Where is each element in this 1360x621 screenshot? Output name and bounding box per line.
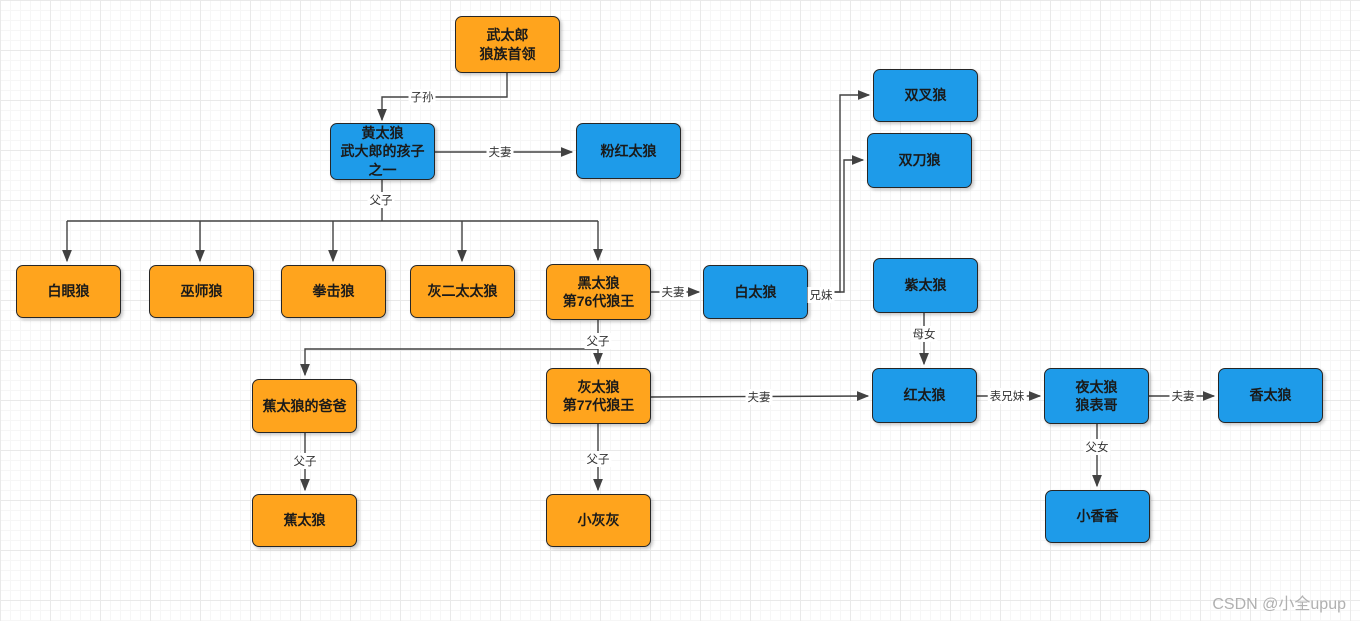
edge-branch-to-jiaotailangdebaba <box>300 348 598 377</box>
node-hong-tai-lang[interactable]: 红太狼 <box>872 368 977 423</box>
node-fen-hong-tai-lang[interactable]: 粉红太狼 <box>576 123 681 179</box>
edge-label-huitailang-to-xiaohuihui: 父子 <box>584 451 612 467</box>
node-shuang-dao-lang[interactable]: 双刀狼 <box>867 133 972 188</box>
edge-label-huitailang-to-hongtailang: 夫妻 <box>745 389 773 405</box>
edge-wutailang-to-huangtailang <box>377 73 508 122</box>
node-jiao-tai-lang[interactable]: 蕉太狼 <box>252 494 357 547</box>
node-zi-tai-lang[interactable]: 紫太狼 <box>873 258 978 313</box>
edge-baitailang-to-shuangdaolang <box>808 155 865 293</box>
edge-label-hongtailang-to-yetailang: 表兄妹 <box>987 388 1027 404</box>
watermark-text: CSDN @小全upup <box>1212 596 1346 613</box>
node-wu-shi-lang[interactable]: 巫师狼 <box>149 265 254 318</box>
node-ye-tai-lang[interactable]: 夜太狼 狼表哥 <box>1044 368 1149 424</box>
edge-baitailang-to-shuangchalang <box>808 90 871 293</box>
node-bai-yan-lang[interactable]: 白眼狼 <box>16 265 121 318</box>
node-jiao-tai-lang-de-ba-ba[interactable]: 蕉太狼的爸爸 <box>252 379 357 433</box>
edge-label-wutailang-to-huangtailang: 子孙 <box>408 89 436 105</box>
edge-label-heitailang-children-trunk: 父子 <box>584 333 612 349</box>
edge-label-huangtailang-to-fenhongtailang: 夫妻 <box>486 144 514 160</box>
node-hei-tai-lang[interactable]: 黑太狼 第76代狼王 <box>546 264 651 320</box>
node-bai-tai-lang[interactable]: 白太狼 <box>703 265 808 319</box>
node-shuang-cha-lang[interactable]: 双叉狼 <box>873 69 978 122</box>
node-wu-tai-lang[interactable]: 武太郎 狼族首领 <box>455 16 560 73</box>
node-xiao-hui-hui[interactable]: 小灰灰 <box>546 494 651 547</box>
edge-label-heitailang-to-baitailang: 夫妻 <box>659 284 687 300</box>
node-xiang-tai-lang[interactable]: 香太狼 <box>1218 368 1323 423</box>
node-hui-er-tai-tai-lang[interactable]: 灰二太太狼 <box>410 265 515 318</box>
node-xiao-xiang-xiang[interactable]: 小香香 <box>1045 490 1150 543</box>
edge-label-zitailang-to-hongtailang: 母女 <box>910 326 938 342</box>
node-quan-ji-lang[interactable]: 拳击狼 <box>281 265 386 318</box>
edge-label-baitailang-to-shuangchalang: 兄妹 <box>807 287 835 303</box>
node-hui-tai-lang[interactable]: 灰太狼 第77代狼王 <box>546 368 651 424</box>
edge-label-jiaotailangdebaba-to-jiaotailang: 父子 <box>291 453 319 469</box>
edge-label-yetailang-to-xiangtailang: 夫妻 <box>1169 388 1197 404</box>
node-huang-tai-lang[interactable]: 黄太狼 武大郎的孩子 之一 <box>330 123 435 180</box>
edge-label-yetailang-to-xiaoxiangxiang: 父女 <box>1083 439 1111 455</box>
edge-label-huangtailang-children-trunk: 父子 <box>367 192 395 208</box>
